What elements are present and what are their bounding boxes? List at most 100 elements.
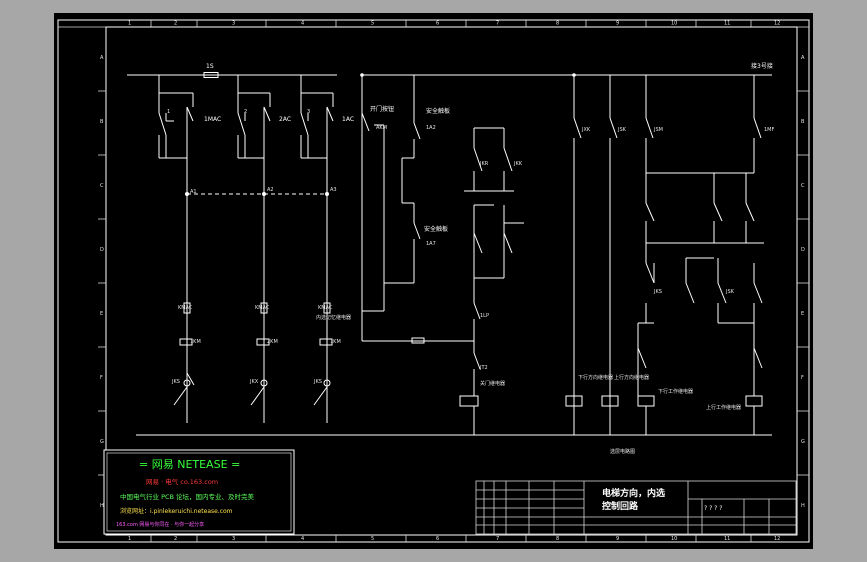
column-number-top: 8 [556, 21, 559, 27]
column-number-top: 6 [436, 21, 439, 27]
r2-label: JKX [249, 379, 259, 385]
up-work-label: 上行工作继电器 [706, 404, 741, 411]
column-number-top: 3 [232, 21, 235, 27]
coil1-label: KMAC [178, 305, 193, 311]
logo-line4: 163.com 网易与你同在 · 与你一起分享 [116, 521, 204, 528]
jk2-label: JKK [513, 161, 523, 167]
row-ticks [98, 90, 809, 476]
row-letter-left: H [100, 503, 104, 509]
bot1-label: JXK [581, 127, 591, 133]
r1-label: JKS [171, 379, 180, 385]
logo-title: = 网易 NETEASE = [139, 458, 240, 471]
column-number-top: 5 [371, 21, 374, 27]
branch-1 [158, 75, 195, 423]
row-letter-left: A [100, 55, 104, 61]
column-number-top: 2 [174, 21, 177, 27]
row-letter-left: G [100, 439, 104, 445]
row-letter-right: E [801, 311, 804, 317]
title-block [475, 480, 797, 535]
safe1-id-label: 1A2 [426, 125, 436, 131]
title-qmarks: ? ? ? ? [704, 505, 722, 512]
logo-line1: 网易 · 电气 co.163.com [146, 477, 218, 486]
title-line2: 控制回路 [602, 500, 639, 512]
column-number-bottom: 10 [671, 536, 677, 542]
top-right-label: 接3号接 [751, 62, 773, 70]
s2-label: 2 [244, 109, 247, 115]
logo-line2: 中国电气行业 PCB 论坛，国内专业、及时完美 [120, 492, 255, 501]
a1-label: A1 [190, 189, 197, 195]
inner-frame [105, 26, 798, 536]
up-dir-label: 上行方向继电器 [614, 374, 649, 381]
jt-label: JT2 [479, 365, 488, 371]
jk-label: JKR [479, 161, 489, 167]
s1-label: 1 [167, 109, 170, 115]
column-number-bottom: 3 [232, 536, 235, 542]
row-letter-left: B [100, 119, 104, 125]
row-letter-right: H [801, 503, 805, 509]
c1-label: 1KM [190, 339, 201, 345]
row-letter-right: D [801, 247, 805, 253]
row-letter-left: C [100, 183, 104, 189]
a3-label: A3 [330, 187, 337, 193]
logo-line3: 浏览网址：i.pinlekeruichi.netease.com [120, 507, 233, 515]
column-number-top: 12 [774, 21, 780, 27]
column-number-top: 9 [616, 21, 619, 27]
right-circuits [565, 75, 764, 435]
row-letter-left: F [100, 375, 103, 381]
safe2-id-label: 1A7 [426, 241, 436, 247]
sw-label: 1LP [480, 313, 489, 319]
column-number-top: 4 [301, 21, 304, 27]
door-control [361, 75, 524, 435]
column-number-top: 7 [496, 21, 499, 27]
door-relay-label: 关门继电器 [480, 380, 505, 387]
column-number-bottom: 1 [128, 536, 131, 542]
k1-label: 1MAC [204, 116, 221, 123]
bot2-label: JSK [617, 127, 627, 133]
jmb-label: 1MF [764, 127, 774, 133]
k2-label: 2AC [279, 116, 291, 123]
column-number-top: 10 [671, 21, 677, 27]
jm-label: JSM [653, 127, 663, 133]
row-letter-right: B [801, 119, 805, 125]
coil3-label: KMAC [318, 305, 333, 311]
fuse-label: 1S [206, 63, 214, 70]
coil2-label: KMAC [255, 305, 270, 311]
relay-label: 内选记忆继电器 [316, 314, 351, 321]
row-letter-left: D [100, 247, 104, 253]
column-number-bottom: 2 [174, 536, 177, 542]
column-number-bottom: 7 [496, 536, 499, 542]
c2-label: 2KM [267, 339, 278, 345]
bottom-note: 选层电路图 [610, 448, 635, 455]
branch-2 [237, 75, 271, 423]
door-label: 开门按钮 [370, 105, 394, 113]
row-letter-right: G [801, 439, 805, 445]
outer-frame [57, 19, 810, 543]
column-number-bottom: 5 [371, 536, 374, 542]
column-number-top: 1 [128, 21, 131, 27]
column-number-bottom: 11 [724, 536, 730, 542]
bot4-label: JSK [725, 289, 735, 295]
safe1-label: 安全触板 [426, 107, 450, 115]
row-letter-right: C [801, 183, 805, 189]
down-work-label: 下行工作继电器 [658, 388, 693, 395]
r3-label: JKS [313, 379, 322, 385]
title-line1: 电梯方向，内选 [602, 487, 665, 499]
row-letter-left: E [100, 311, 103, 317]
a2-label: A2 [267, 187, 274, 193]
column-number-bottom: 8 [556, 536, 559, 542]
column-number-top: 11 [724, 21, 730, 27]
row-letter-right: A [801, 55, 805, 61]
column-ticks [150, 20, 752, 542]
column-number-bottom: 9 [616, 536, 619, 542]
row-letter-right: F [801, 375, 804, 381]
c3-label: 1KM [330, 339, 341, 345]
column-number-bottom: 4 [301, 536, 304, 542]
down-dir-label: 下行方向继电器 [578, 374, 613, 381]
branch-3 [300, 75, 334, 423]
column-number-bottom: 6 [436, 536, 439, 542]
s3-label: 3 [307, 109, 310, 115]
column-number-bottom: 12 [774, 536, 780, 542]
k3-label: 1AC [342, 116, 354, 123]
